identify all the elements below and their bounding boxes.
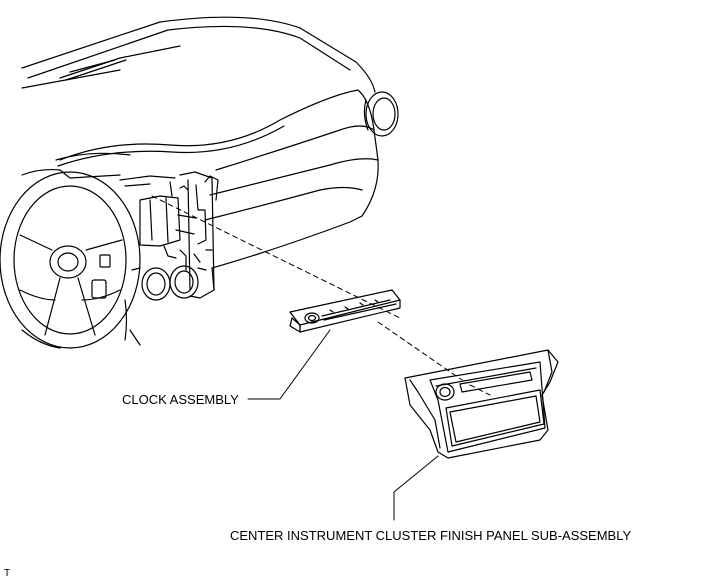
corner-mark-label: T <box>4 568 11 579</box>
side-vent-icon <box>363 91 399 137</box>
clock-assembly-part <box>289 289 401 333</box>
dashboard-top-outline <box>21 16 376 93</box>
dashboard-left-section <box>21 152 131 179</box>
center-finish-panel-part <box>404 349 559 459</box>
assembly-guide-lines <box>151 195 491 396</box>
center-vents-icon <box>131 265 207 301</box>
dashboard-front-face <box>57 89 379 269</box>
lower-dashboard <box>21 267 215 349</box>
leader-lines <box>247 329 439 521</box>
steering-wheel-icon <box>0 171 141 349</box>
clock-assembly-label: CLOCK ASSEMBLY <box>122 392 239 407</box>
center-panel-label: CENTER INSTRUMENT CLUSTER FINISH PANEL S… <box>230 528 632 543</box>
center-stack-mount <box>119 171 219 299</box>
